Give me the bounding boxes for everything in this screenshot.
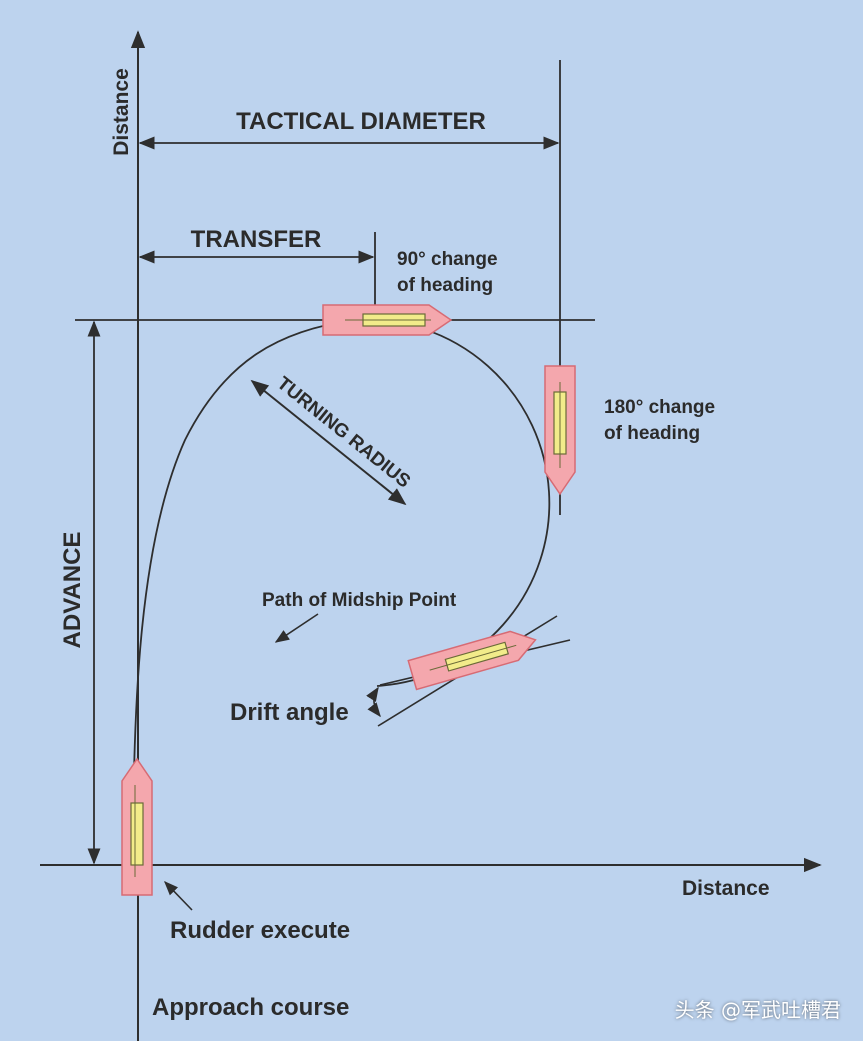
turning-radius-label: TURNING RADIUS [273, 373, 414, 493]
midship-path-label: Path of Midship Point [262, 590, 457, 611]
ship-drift [407, 630, 537, 691]
drift-angle-label: Drift angle [230, 699, 349, 726]
advance-label: ADVANCE [59, 532, 86, 649]
approach-course-label: Approach course [152, 994, 349, 1021]
change-180-label-line2: of heading [604, 423, 700, 444]
watermark: 头条 @军武吐槽君 [674, 998, 841, 1022]
ship-rudder-execute [121, 757, 153, 896]
transfer-label: TRANSFER [191, 226, 322, 253]
midship-path-pointer [274, 613, 319, 643]
tactical-diameter-label: TACTICAL DIAMETER [236, 108, 486, 135]
y-axis-label: Distance [110, 68, 133, 156]
rudder-execute-pointer [164, 880, 193, 911]
x-axis-label: Distance [682, 877, 770, 900]
change-90-label-line2: of heading [397, 275, 493, 296]
change-90-label-line1: 90° change [397, 249, 498, 270]
turning-radius-arrow [250, 379, 407, 506]
change-180-label-line1: 180° change [604, 397, 715, 418]
rudder-execute-label: Rudder execute [170, 917, 350, 944]
drift-angle-arc [366, 686, 381, 718]
ship-180-degree [544, 365, 576, 496]
ship-90-degree [322, 304, 453, 336]
